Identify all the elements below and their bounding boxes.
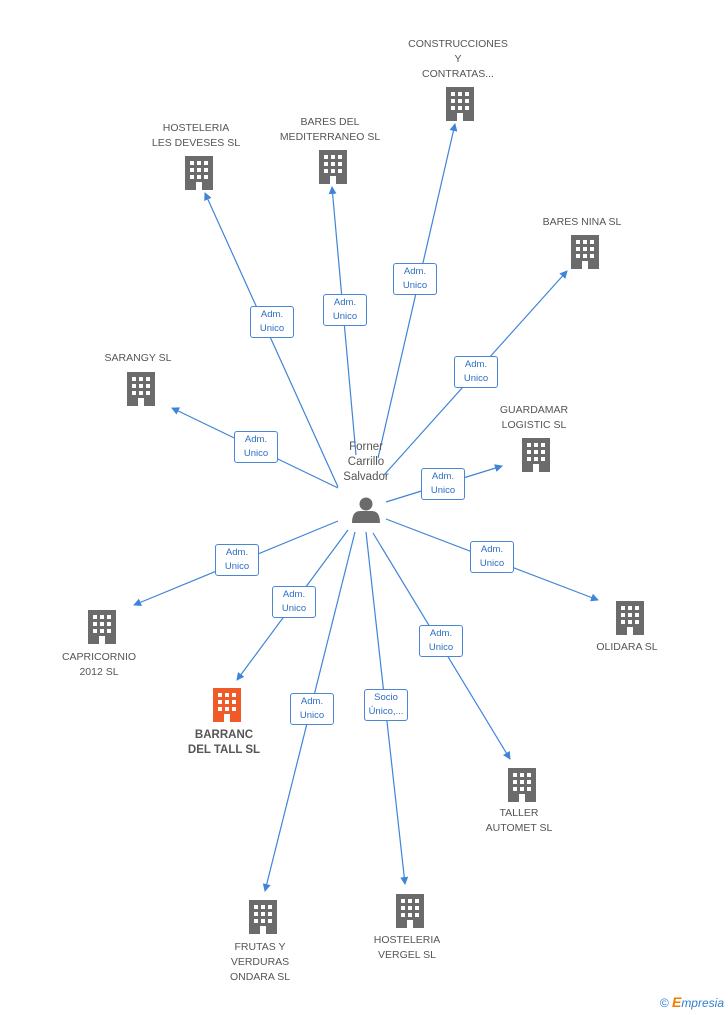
relation-label-line: Unico	[428, 642, 454, 653]
relation-label-line: Adm.	[429, 628, 453, 639]
company-label-line: Y	[454, 53, 462, 65]
relation-label-line: Adm.	[464, 359, 488, 370]
building-icon-frutas[interactable]	[249, 900, 277, 934]
relation-label-line: Adm.	[480, 544, 504, 555]
company-label-line: MEDITERRANEO SL	[279, 131, 381, 143]
company-label-line: VERGEL SL	[378, 949, 436, 961]
building-icon-hosteleria-deveses[interactable]	[185, 156, 213, 190]
relation-label-guardamar[interactable]: Adm. Unico	[421, 468, 465, 500]
company-label-line: BARES DEL	[300, 116, 360, 128]
relation-label-capricornio[interactable]: Adm. Unico	[215, 544, 259, 576]
company-label-line: CAPRICORNIO	[61, 651, 137, 663]
relation-label-line: Unico	[430, 485, 456, 496]
relation-label-line: Socio	[374, 692, 398, 703]
relation-label-line: Unico	[332, 311, 358, 322]
company-label-line: ONDARA SL	[229, 971, 291, 983]
building-icon-hosteleria-vergel[interactable]	[396, 894, 424, 928]
company-label-line: LOGISTIC SL	[501, 419, 567, 431]
brand-initial: E	[671, 994, 682, 1010]
building-icon-construcciones[interactable]	[446, 87, 474, 121]
relation-label-line: Unico	[479, 558, 505, 569]
copyright-credit[interactable]: © Empresia	[660, 994, 724, 1010]
relation-label-line: Adm.	[225, 547, 249, 558]
relation-label-line: Adm.	[260, 309, 284, 320]
building-icon-bares-nina[interactable]	[571, 235, 599, 269]
brand-name: mpresia	[681, 996, 724, 1010]
company-label-olidara[interactable]: OLIDARA SL	[567, 640, 687, 655]
company-label-construcciones[interactable]: CONSTRUCCIONES Y CONTRATAS...	[398, 37, 518, 82]
relation-label-line: Unico	[402, 280, 428, 291]
company-label-line: TALLER	[499, 807, 539, 819]
company-label-line: HOSTELERIA	[373, 934, 441, 946]
building-icon-sarangy[interactable]	[127, 372, 155, 406]
company-label-line: DEL TALL SL	[187, 744, 261, 756]
company-label-guardamar[interactable]: GUARDAMAR LOGISTIC SL	[474, 403, 594, 433]
building-icon-capricornio[interactable]	[88, 610, 116, 644]
building-icon-taller[interactable]	[508, 768, 536, 802]
center-name-line: Forner	[349, 441, 383, 453]
company-label-line: BARRANC	[194, 729, 254, 741]
company-label-line: HOSTELERIA	[162, 122, 230, 134]
relation-label-line: Unico	[299, 710, 325, 721]
relation-label-line: Adm.	[300, 696, 324, 707]
company-label-frutas[interactable]: FRUTAS Y VERDURAS ONDARA SL	[200, 940, 320, 985]
relation-label-line: Unico	[259, 323, 285, 334]
company-label-taller[interactable]: TALLER AUTOMET SL	[459, 806, 579, 836]
company-label-line: FRUTAS Y	[234, 941, 286, 953]
copyright-symbol: ©	[659, 996, 669, 1010]
company-label-line: AUTOMET SL	[485, 822, 553, 834]
company-label-line: 2012 SL	[79, 666, 119, 678]
relation-label-line: Adm.	[244, 434, 268, 445]
company-label-line: VERDURAS	[230, 956, 290, 968]
relation-label-line: Adm.	[282, 589, 306, 600]
relation-label-olidara[interactable]: Adm. Unico	[470, 541, 514, 573]
person-icon[interactable]	[352, 497, 380, 524]
relation-label-barranc[interactable]: Adm. Unico	[272, 586, 316, 618]
center-name-line: Carrillo	[347, 456, 385, 468]
relation-label-hosteleria-deveses[interactable]: Adm. Unico	[250, 306, 294, 338]
company-label-line: CONSTRUCCIONES	[408, 38, 508, 50]
building-icon-bares-mediterraneo[interactable]	[319, 150, 347, 184]
relation-label-frutas[interactable]: Adm. Unico	[290, 693, 334, 725]
relation-label-line: Unico	[243, 448, 269, 459]
company-label-bares-nina[interactable]: BARES NINA SL	[522, 215, 642, 230]
edge-hosteleria-deveses	[204, 192, 339, 488]
relation-label-line: Unico	[224, 561, 250, 572]
relation-label-line: Unico	[463, 373, 489, 384]
company-label-hosteleria-deveses[interactable]: HOSTELERIA LES DEVESES SL	[136, 121, 256, 151]
building-icon-olidara[interactable]	[616, 601, 644, 635]
relation-label-line: Adm.	[403, 266, 427, 277]
relation-label-line: Unico	[281, 603, 307, 614]
company-label-barranc[interactable]: BARRANC DEL TALL SL	[164, 728, 284, 758]
company-label-line: BARES NINA SL	[542, 216, 622, 228]
relation-label-sarangy[interactable]: Adm. Unico	[234, 431, 278, 463]
company-label-capricornio[interactable]: CAPRICORNIO 2012 SL	[39, 650, 159, 680]
relation-label-line: Adm.	[431, 471, 455, 482]
company-label-line: CONTRATAS...	[422, 68, 494, 80]
relation-label-bares-nina[interactable]: Adm. Unico	[454, 356, 498, 388]
company-label-line: GUARDAMAR	[499, 404, 569, 416]
company-label-hosteleria-vergel[interactable]: HOSTELERIA VERGEL SL	[347, 933, 467, 963]
company-label-line: OLIDARA SL	[596, 641, 658, 653]
building-icon-guardamar[interactable]	[522, 438, 550, 472]
relation-label-bares-mediterraneo[interactable]: Adm. Unico	[323, 294, 367, 326]
company-label-bares-mediterraneo[interactable]: BARES DEL MEDITERRANEO SL	[270, 115, 390, 145]
relation-label-taller[interactable]: Adm. Unico	[419, 625, 463, 657]
company-label-line: SARANGY SL	[104, 352, 172, 364]
company-label-line: LES DEVESES SL	[151, 137, 241, 149]
icons-layer	[88, 87, 644, 934]
center-name-line: Salvador	[343, 471, 389, 483]
company-label-sarangy[interactable]: SARANGY SL	[78, 351, 198, 366]
relation-label-line: Adm.	[333, 297, 357, 308]
relation-label-construcciones[interactable]: Adm. Unico	[393, 263, 437, 295]
building-icon-barranc[interactable]	[213, 688, 241, 722]
relation-label-line: Único,...	[368, 706, 404, 717]
